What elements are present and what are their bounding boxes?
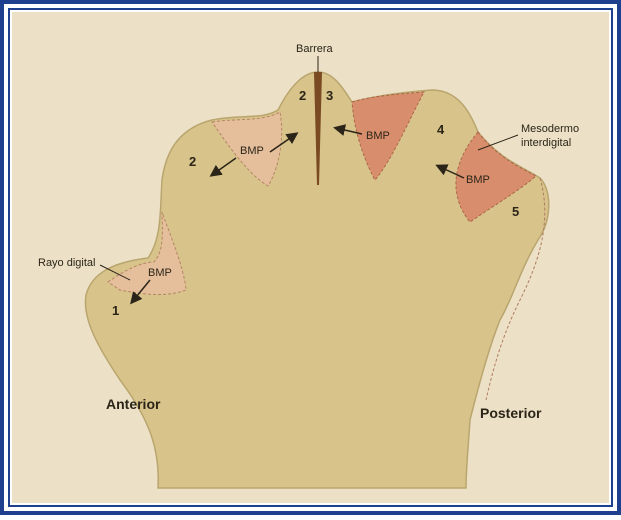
posterior-label: Posterior xyxy=(480,405,542,421)
digit-2-left-number: 2 xyxy=(189,154,196,169)
digit-1-number: 1 xyxy=(112,303,119,318)
bmp-label-2: BMP xyxy=(240,145,264,157)
digit-2-top-number: 2 xyxy=(299,88,306,103)
digit-5-number: 5 xyxy=(512,204,519,219)
barrier-label: Barrera xyxy=(296,43,334,55)
digital-ray-label: Rayo digital xyxy=(38,257,95,269)
bmp-label-4: BMP xyxy=(466,174,490,186)
mesoderm-label-line2: interdigital xyxy=(521,137,571,149)
digit-3-number: 3 xyxy=(326,88,333,103)
mesoderm-label-line1: Mesodermo xyxy=(521,123,579,135)
bmp-label-ray: BMP xyxy=(148,267,172,279)
bmp-label-3: BMP xyxy=(366,130,390,142)
digit-4-number: 4 xyxy=(437,122,445,137)
anterior-label: Anterior xyxy=(106,396,161,412)
